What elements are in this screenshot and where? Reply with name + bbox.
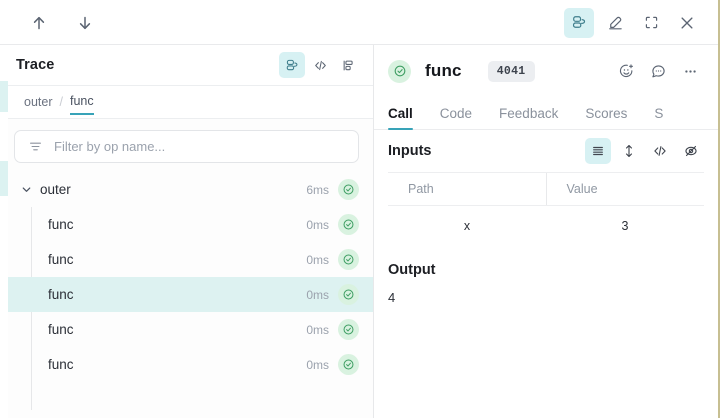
stack-layers-icon[interactable] <box>564 7 594 38</box>
tree-row-outer[interactable]: outer 6ms <box>0 172 373 207</box>
status-success-icon <box>338 249 359 270</box>
tree-row-func-selected[interactable]: func 0ms <box>0 277 373 312</box>
status-success-icon <box>338 284 359 305</box>
toolbar-action-group <box>564 0 702 45</box>
call-header-actions <box>612 57 704 85</box>
trace-panel-title: Trace <box>16 57 55 73</box>
table-row[interactable]: x 3 <box>388 206 704 247</box>
status-success-icon <box>338 214 359 235</box>
tree-row-label: func <box>48 217 74 232</box>
tree-row-label: func <box>48 252 74 267</box>
trace-panel-header: Trace <box>0 45 373 86</box>
rail-segment[interactable] <box>0 161 8 196</box>
trace-tree: outer 6ms func 0ms <box>0 172 373 418</box>
tree-row-duration: 0ms <box>306 287 329 302</box>
tree-row-func[interactable]: func 0ms <box>0 347 373 382</box>
tree-row-label: outer <box>40 182 71 197</box>
tree-row-label: func <box>48 322 74 337</box>
add-reaction-icon[interactable] <box>612 57 640 85</box>
inputs-title: Inputs <box>388 143 432 159</box>
more-options-icon[interactable] <box>676 57 704 85</box>
rail-segment[interactable] <box>0 81 8 112</box>
output-value: 4 <box>388 290 396 305</box>
call-header: func 4041 <box>374 45 718 97</box>
main-body: Trace outer / func <box>0 45 718 418</box>
tab-feedback[interactable]: Feedback <box>499 106 559 121</box>
expand-collapse-icon[interactable] <box>616 138 642 164</box>
tree-row-label: func <box>48 287 74 302</box>
tree-row-func[interactable]: func 0ms <box>0 207 373 242</box>
highlighter-pen-icon[interactable] <box>600 8 630 38</box>
inputs-table: Path Value x 3 <box>388 172 704 246</box>
column-header-value[interactable]: Value <box>545 172 704 206</box>
tree-row-duration: 0ms <box>306 322 329 337</box>
tree-row-duration: 0ms <box>306 357 329 372</box>
fullscreen-expand-icon[interactable] <box>636 8 666 38</box>
tree-row-duration: 6ms <box>306 182 329 197</box>
trace-view-toggle-group <box>279 52 361 78</box>
check-circle-icon <box>388 59 411 83</box>
inputs-section-header: Inputs <box>374 130 718 172</box>
comment-bubble-icon[interactable] <box>644 57 672 85</box>
code-brackets-icon[interactable] <box>647 138 673 164</box>
tree-row-func[interactable]: func 0ms <box>0 312 373 347</box>
tab-call[interactable]: Call <box>388 106 430 130</box>
status-success-icon <box>338 179 359 200</box>
breadcrumb-separator: / <box>59 95 63 109</box>
call-detail-panel: func 4041 Call Code Feedback <box>374 45 718 418</box>
call-tabs: Call Code Feedback Scores S <box>374 97 718 130</box>
stack-layers-icon[interactable] <box>279 52 305 78</box>
filter-area <box>0 119 373 172</box>
close-x-icon[interactable] <box>672 8 702 38</box>
call-tab-content: Inputs <box>374 130 718 418</box>
search-input[interactable] <box>54 139 345 154</box>
breadcrumb-item-outer[interactable]: outer <box>24 95 53 109</box>
cell-value: 3 <box>621 219 629 233</box>
top-toolbar <box>0 0 718 45</box>
status-success-icon <box>338 319 359 340</box>
status-success-icon <box>338 354 359 375</box>
code-brackets-icon[interactable] <box>307 52 333 78</box>
tree-row-label: func <box>48 357 74 372</box>
chevron-down-icon[interactable] <box>18 182 34 198</box>
tree-row-duration: 0ms <box>306 217 329 232</box>
cell-path: x <box>463 219 471 233</box>
breadcrumb-item-func[interactable]: func <box>69 94 94 115</box>
arrow-up-icon[interactable] <box>24 8 54 38</box>
trace-scroll-rail[interactable] <box>0 45 8 418</box>
table-header-row: Path Value <box>388 172 704 206</box>
tab-code[interactable]: Code <box>439 106 473 121</box>
status-badge: 4041 <box>487 60 535 82</box>
page-title: func <box>425 61 462 80</box>
list-view-icon[interactable] <box>585 138 611 164</box>
arrow-down-icon[interactable] <box>70 8 100 38</box>
tree-row-duration: 0ms <box>306 252 329 267</box>
flame-graph-icon[interactable] <box>335 52 361 78</box>
tab-summary[interactable]: S <box>654 106 664 121</box>
breadcrumb: outer / func <box>0 86 373 119</box>
filter-field[interactable] <box>14 130 359 163</box>
inputs-view-toggle-group <box>585 138 704 164</box>
toolbar-nav-group <box>24 0 100 45</box>
tab-scores[interactable]: Scores <box>585 106 628 121</box>
hide-eye-icon[interactable] <box>678 138 704 164</box>
filter-icon <box>28 139 43 154</box>
output-title: Output <box>388 262 436 278</box>
column-header-path[interactable]: Path <box>388 172 546 206</box>
trace-panel: Trace outer / func <box>0 45 374 418</box>
tree-row-func[interactable]: func 0ms <box>0 242 373 277</box>
